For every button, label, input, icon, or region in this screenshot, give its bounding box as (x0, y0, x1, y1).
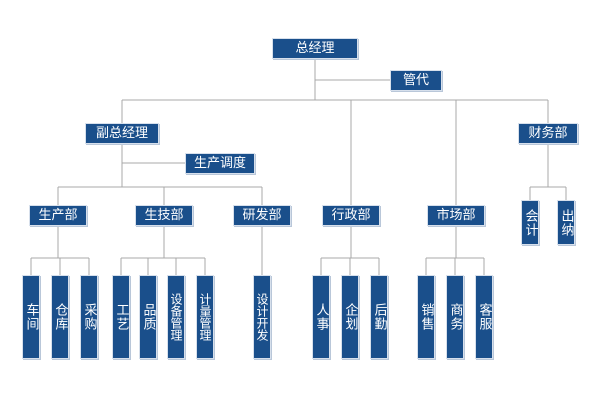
node-management-rep: 管代 (390, 70, 442, 91)
node-finance-dept: 财务部 (518, 123, 578, 144)
node-label: 采购 (81, 303, 97, 331)
node-label: 市场部 (436, 208, 476, 223)
node-ceo: 总经理 (272, 38, 358, 59)
node-label: 研发部 (242, 208, 282, 223)
node-accounting: 会计 (521, 200, 539, 245)
node-label: 副总经理 (95, 126, 148, 141)
node-label: 人事 (313, 303, 329, 331)
node-logistics: 后勤 (370, 275, 388, 359)
node-label: 设备管理 (169, 293, 183, 341)
node-quality: 品质 (139, 275, 157, 359)
node-customer-service: 客服 (475, 275, 493, 359)
node-label: 商务 (447, 303, 463, 331)
node-warehouse: 仓库 (51, 275, 69, 359)
node-label: 总经理 (295, 41, 335, 56)
node-label: 客服 (476, 303, 492, 331)
node-label: 财务部 (528, 126, 568, 141)
node-label: 会计 (522, 208, 538, 237)
node-workshop: 车间 (22, 275, 40, 359)
node-label: 管代 (402, 73, 429, 88)
node-design-development: 设计开发 (253, 275, 271, 359)
node-label: 生产部 (38, 208, 78, 223)
node-label: 生技部 (144, 208, 184, 223)
node-sales: 销售 (417, 275, 435, 359)
node-label: 企划 (342, 303, 358, 331)
node-production-dept: 生产部 (29, 205, 87, 226)
node-hr: 人事 (312, 275, 330, 359)
node-label: 销售 (418, 303, 434, 331)
node-label: 行政部 (331, 208, 371, 223)
node-label: 品质 (140, 303, 156, 331)
node-rd-dept: 研发部 (233, 205, 291, 226)
node-business: 商务 (446, 275, 464, 359)
node-metrology-management: 计量管理 (196, 275, 214, 359)
node-planning: 企划 (341, 275, 359, 359)
node-label: 后勤 (371, 303, 387, 331)
node-deputy-gm: 副总经理 (85, 123, 159, 144)
node-admin-dept: 行政部 (322, 205, 380, 226)
node-tech-dept: 生技部 (135, 205, 193, 226)
node-label: 工艺 (113, 303, 129, 331)
node-purchasing: 采购 (80, 275, 98, 359)
node-label: 设计开发 (255, 293, 269, 341)
node-production-dispatch: 生产调度 (185, 153, 255, 174)
node-cashier: 出纳 (557, 200, 575, 245)
node-label: 车间 (23, 303, 39, 331)
node-label: 出纳 (558, 208, 574, 237)
node-equipment-management: 设备管理 (167, 275, 185, 359)
node-process: 工艺 (112, 275, 130, 359)
node-label: 生产调度 (193, 156, 246, 171)
node-label: 计量管理 (198, 293, 212, 341)
node-label: 仓库 (52, 303, 68, 331)
node-market-dept: 市场部 (427, 205, 485, 226)
